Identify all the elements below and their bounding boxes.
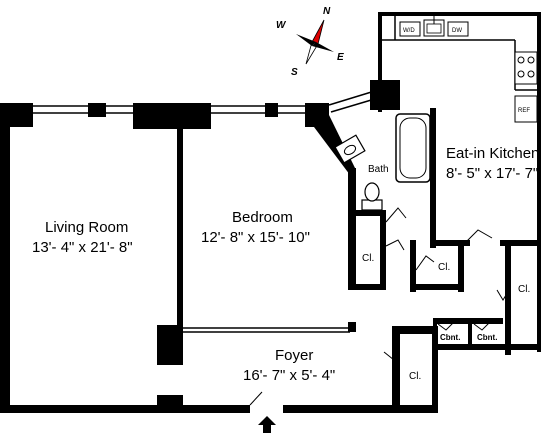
foyer-dims: 16'- 7" x 5'- 4" xyxy=(243,367,335,384)
compass-s-label: S xyxy=(291,67,298,78)
compass-e-label: E xyxy=(337,52,344,63)
closet-label-3: Cl. xyxy=(518,284,530,295)
refrigerator xyxy=(514,95,538,123)
kitchen-fixtures: W/D DW REF xyxy=(382,16,538,123)
entrance-arrow-icon xyxy=(258,416,276,433)
compass-north-needle xyxy=(311,19,325,45)
cabinet-label-2: Cbnt. xyxy=(477,333,497,342)
dishwasher-label: DW xyxy=(452,28,462,34)
compass-n-label: N xyxy=(323,6,331,17)
closet-label-1: Cl. xyxy=(362,253,374,264)
kitchen-name: Eat-in Kitchen xyxy=(446,145,539,162)
compass-rose: N S E W xyxy=(276,6,344,78)
kitchen-dims: 8'- 5" x 17'- 7" xyxy=(446,165,538,182)
bath-name: Bath xyxy=(368,164,389,175)
walls xyxy=(0,12,541,413)
closet-label-2: Cl. xyxy=(438,262,450,273)
bath-fixtures xyxy=(334,113,431,211)
closet-label-4: Cl. xyxy=(409,371,421,382)
room-labels: Living Room 13'- 4" x 21'- 8" Bedroom 12… xyxy=(32,145,539,384)
dishwasher xyxy=(447,21,469,37)
living-room-name: Living Room xyxy=(45,219,128,236)
washer-dryer xyxy=(399,21,421,37)
foyer-name: Foyer xyxy=(275,347,313,364)
bedroom-name: Bedroom xyxy=(232,209,293,226)
living-room-dims: 13'- 4" x 21'- 8" xyxy=(32,239,133,256)
stove xyxy=(514,51,538,85)
doors xyxy=(249,207,510,406)
bedroom-dims: 12'- 8" x 15'- 10" xyxy=(201,229,310,246)
compass-w-label: W xyxy=(276,20,287,31)
cabinet-label-1: Cbnt. xyxy=(440,333,460,342)
washer-dryer-label: W/D xyxy=(403,28,415,34)
refrigerator-label: REF xyxy=(518,108,530,114)
